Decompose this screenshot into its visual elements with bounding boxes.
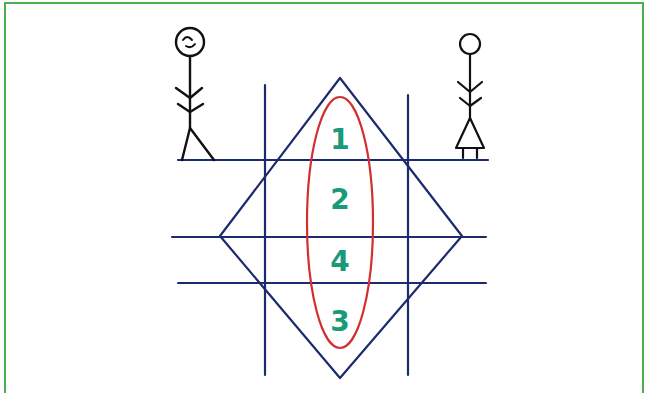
- man-figure: [176, 28, 214, 160]
- red-oval: 1 2 4 3: [305, 95, 375, 350]
- grid-number: 3: [305, 307, 375, 337]
- grid-number: 1: [305, 125, 375, 155]
- grid-diamond: [172, 78, 488, 378]
- grid-number: 2: [305, 185, 375, 215]
- woman-figure: [456, 34, 484, 158]
- frame: [5, 3, 643, 393]
- grid-number: 4: [305, 247, 375, 277]
